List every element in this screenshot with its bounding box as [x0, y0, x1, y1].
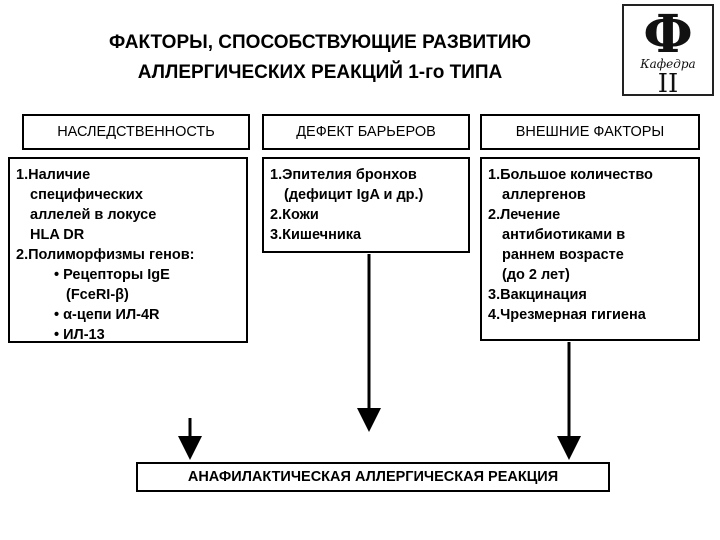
department-logo: Ф Кафедра II — [622, 4, 714, 99]
barrier-defect-details: 1.Эпителия бронхов (дефицит IgA и др.) 2… — [262, 157, 470, 253]
heredity-details: 1.Наличие специфических аллелей в локусе… — [8, 157, 248, 343]
external-factors-details: 1.Большое количество аллергенов 2.Лечени… — [480, 157, 700, 341]
list-item: 4.Чрезмерная гигиена — [488, 307, 646, 323]
header-external-factors: ВНЕШНИЕ ФАКТОРЫ — [480, 114, 700, 150]
list-item: аллергенов — [502, 187, 586, 203]
list-item: (до 2 лет) — [502, 267, 570, 283]
list-item: • Рецепторы IgE — [54, 267, 170, 283]
header-barrier-defect-label: ДЕФЕКТ БАРЬЕРОВ — [296, 124, 436, 140]
list-item: (дефицит IgA и др.) — [284, 187, 424, 203]
anaphylactic-reaction-box: АНАФИЛАКТИЧЕСКАЯ АЛЛЕРГИЧЕСКАЯ РЕАКЦИЯ — [136, 462, 610, 492]
list-item: аллелей в локусе — [30, 207, 157, 223]
list-item: 1.Большое количество — [488, 167, 653, 183]
list-item: специфических — [30, 187, 143, 203]
list-item: раннем возрасте — [502, 247, 624, 263]
title-line-2: АЛЛЕРГИЧЕСКИХ РЕАКЦИЙ 1-го ТИПА — [137, 62, 503, 83]
list-item: 1.Наличие — [16, 167, 91, 183]
list-item: 3.Кишечника — [270, 227, 362, 243]
header-heredity: НАСЛЕДСТВЕННОСТЬ — [22, 114, 250, 150]
list-item: 2.Полиморфизмы генов: — [16, 247, 195, 263]
list-item: • ИЛ-13 — [54, 327, 105, 343]
anaphylactic-reaction-label: АНАФИЛАКТИЧЕСКАЯ АЛЛЕРГИЧЕСКАЯ РЕАКЦИЯ — [187, 469, 559, 485]
header-external-factors-label: ВНЕШНИЕ ФАКТОРЫ — [515, 124, 665, 140]
logo-emblem-icon: Ф Кафедра II — [639, 4, 695, 99]
logo-caption: Кафедра — [639, 57, 695, 71]
logo-monogram: Ф — [643, 6, 692, 65]
header-heredity-label: НАСЛЕДСТВЕННОСТЬ — [57, 124, 215, 140]
list-item: (FceRI-β) — [66, 287, 129, 303]
list-item: HLA DR — [30, 227, 85, 243]
page-title: ФАКТОРЫ, СПОСОБСТВУЮЩИЕ РАЗВИТИЮ АЛЛЕРГИ… — [40, 28, 600, 88]
list-item: 2.Лечение — [488, 207, 561, 223]
list-item: антибиотиками в — [502, 227, 626, 243]
logo-numeral: II — [658, 69, 679, 94]
list-item: 3.Вакцинация — [488, 287, 587, 303]
header-barrier-defect: ДЕФЕКТ БАРЬЕРОВ — [262, 114, 470, 150]
title-line-1: ФАКТОРЫ, СПОСОБСТВУЮЩИЕ РАЗВИТИЮ — [109, 32, 531, 53]
list-item: • α-цепи ИЛ-4R — [54, 307, 160, 323]
list-item: 2.Кожи — [270, 207, 319, 223]
list-item: 1.Эпителия бронхов — [270, 167, 417, 183]
